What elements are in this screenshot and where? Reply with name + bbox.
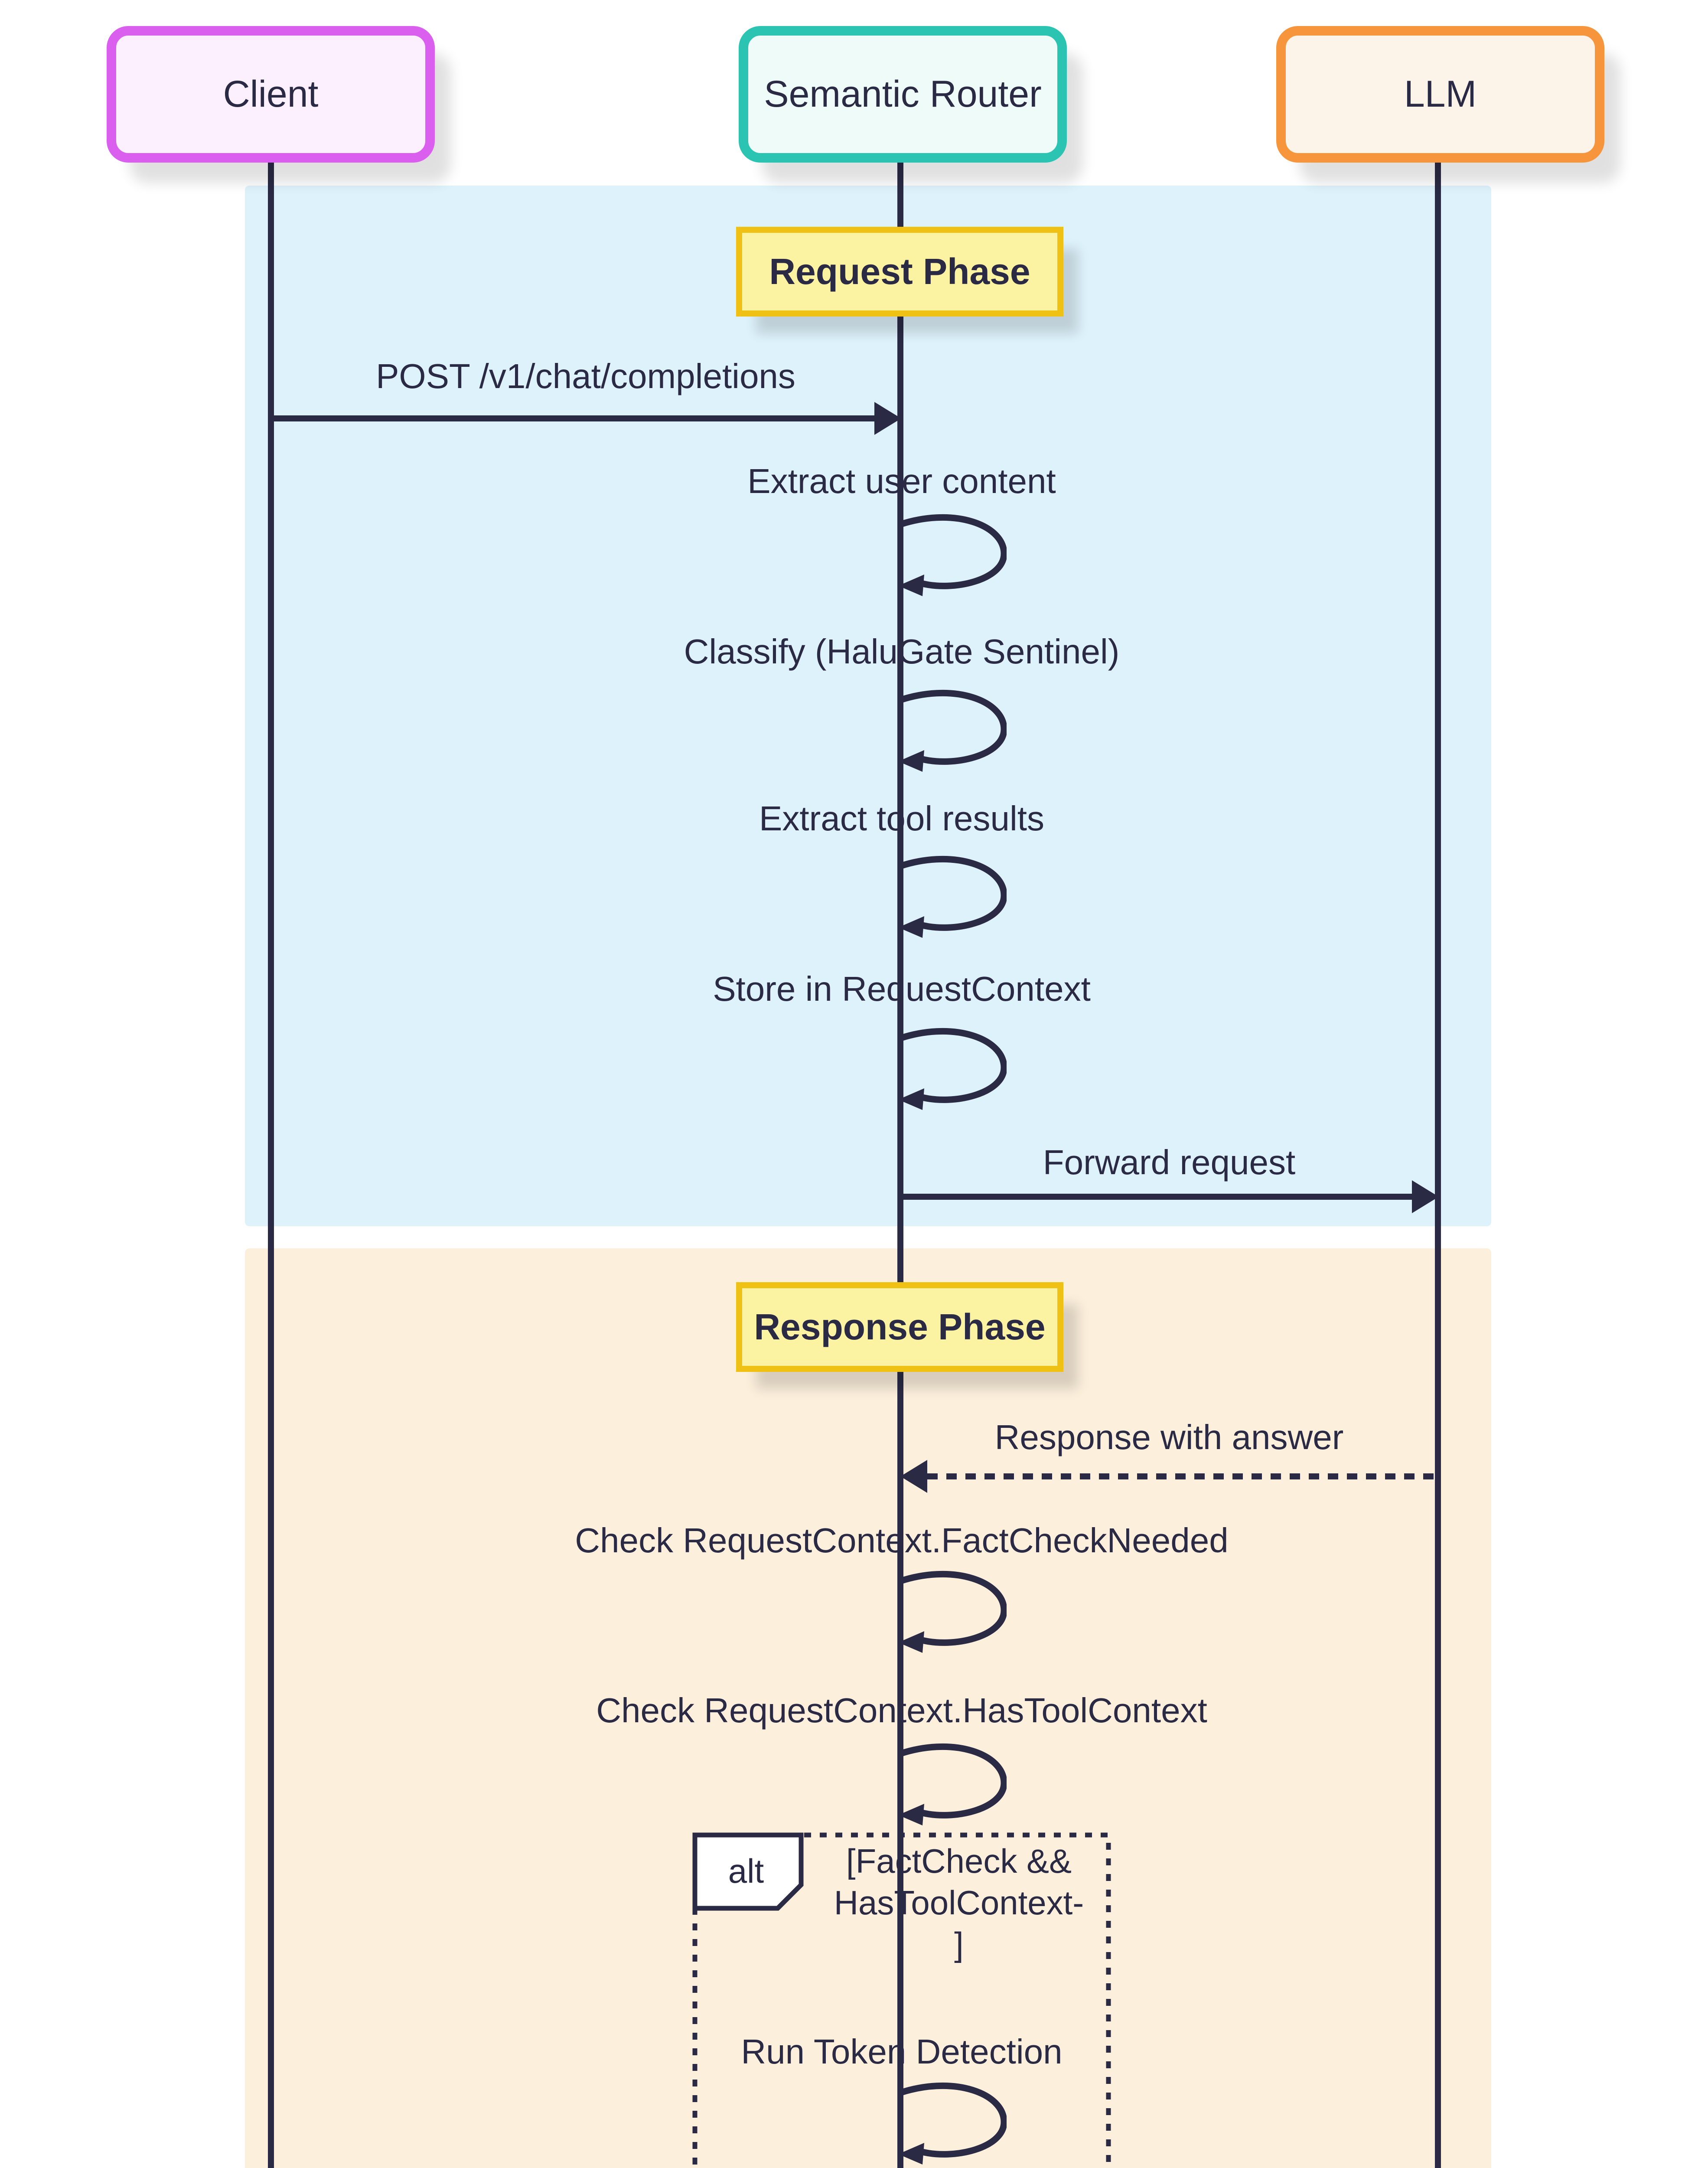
lifeline-client (268, 163, 274, 2168)
note-label: Response Phase (754, 1306, 1046, 1347)
actor-llm-top: LLM (1276, 26, 1604, 163)
alt-condition-1: [FactCheck && HasToolContext- ] (834, 1840, 1084, 1965)
message-extract-user: Extract user content (747, 462, 1056, 500)
note-label: Request Phase (769, 251, 1030, 292)
actor-label: LLM (1404, 73, 1477, 115)
self-loop-icon (898, 689, 1007, 772)
arrow-post-line (271, 415, 877, 421)
message-check-factcheck: Check RequestContext.FactCheckNeeded (575, 1521, 1229, 1560)
message-post: POST /v1/chat/completions (376, 357, 795, 395)
actor-semantic-router-top: Semantic Router (739, 26, 1067, 163)
arrow-forward-head-icon (1412, 1180, 1439, 1213)
lifeline-llm (1435, 163, 1441, 2168)
note-response-phase: Response Phase (736, 1282, 1063, 1372)
arrow-post-head-icon (874, 402, 901, 435)
actor-label: Client (223, 73, 319, 115)
message-response-answer: Response with answer (994, 1418, 1344, 1456)
message-store-context: Store in RequestContext (713, 970, 1091, 1008)
self-loop-icon (898, 1570, 1007, 1653)
message-check-hastool: Check RequestContext.HasToolContext (596, 1691, 1207, 1730)
condition-line: [FactCheck && (846, 1842, 1072, 1880)
message-run-token: Run Token Detection (741, 2032, 1063, 2071)
actor-client-top: Client (107, 26, 435, 163)
response-phase-background (245, 1248, 1491, 2168)
alt-label-shape (692, 1832, 804, 1911)
alt-fragment-frame (692, 1832, 1111, 2168)
self-loop-icon (898, 2082, 1007, 2165)
condition-line: HasToolContext- (834, 1884, 1084, 1922)
lifeline-semantic-router (897, 163, 903, 2168)
self-loop-icon (898, 1743, 1007, 1825)
alt-label: alt (728, 1851, 764, 1890)
self-loop-icon (898, 1028, 1007, 1110)
message-classify: Classify (HaluGate Sentinel) (684, 632, 1120, 671)
message-extract-tool: Extract tool results (759, 799, 1045, 838)
actor-label: Semantic Router (764, 73, 1042, 115)
message-forward: Forward request (1043, 1143, 1296, 1182)
note-request-phase: Request Phase (736, 227, 1063, 317)
self-loop-icon (898, 855, 1007, 938)
arrow-response-answer-head-icon (900, 1460, 927, 1493)
self-loop-icon (898, 514, 1007, 596)
condition-line: ] (954, 1925, 964, 1963)
request-phase-background (245, 186, 1491, 1226)
arrow-forward-line (900, 1194, 1414, 1200)
arrow-response-answer-line (927, 1473, 1438, 1479)
